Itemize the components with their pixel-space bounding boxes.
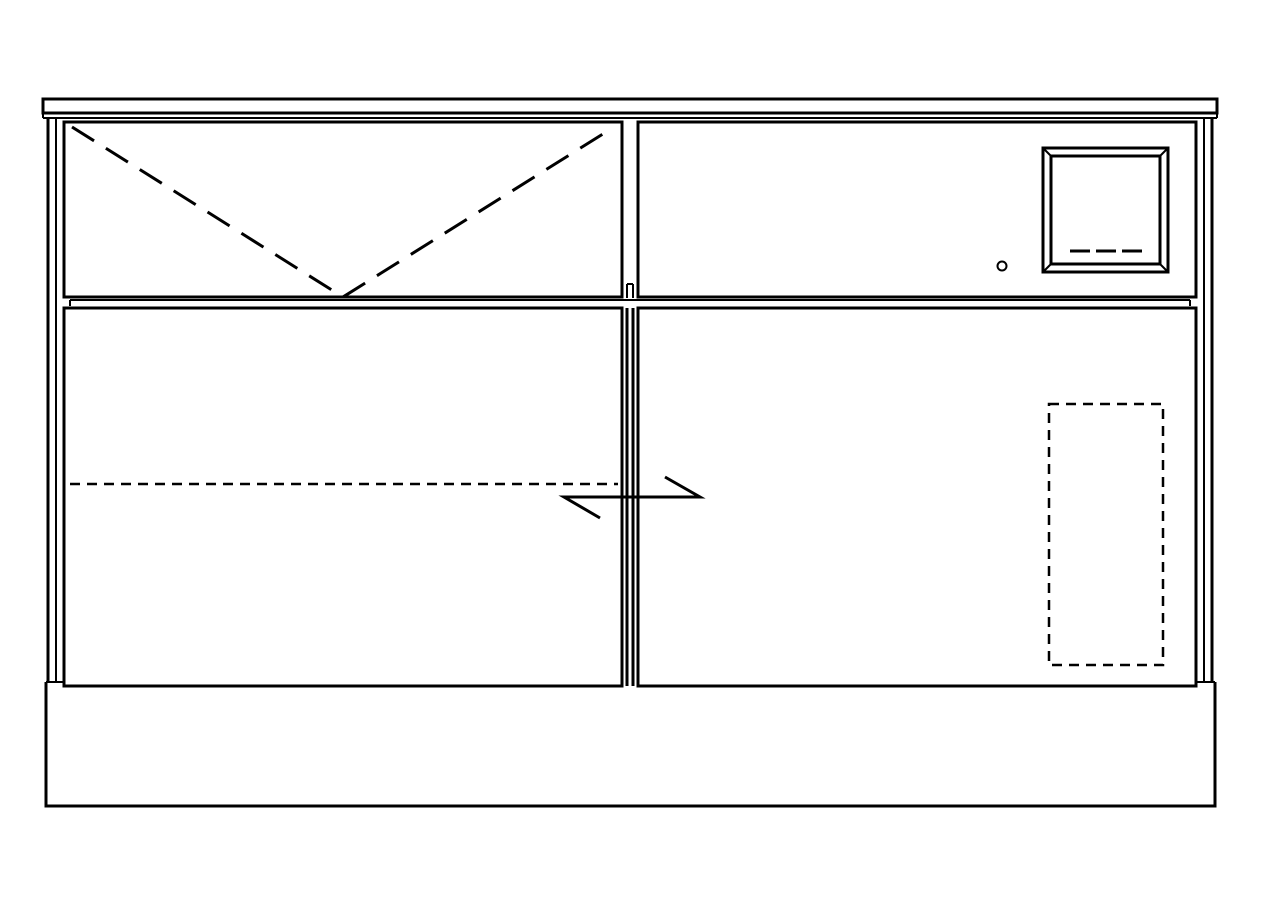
door-bottom-left <box>62 306 624 688</box>
hinged-opening-marker <box>71 125 615 299</box>
drawer-top-left <box>62 120 624 299</box>
drawer-top-right <box>636 120 1198 299</box>
plinth <box>44 681 1217 808</box>
indicator-light-icon <box>996 260 1008 272</box>
sliding-doors-arrow-icon <box>558 475 706 520</box>
door-bottom-right <box>636 306 1198 688</box>
display-panel <box>1041 146 1170 274</box>
concealed-element-outline <box>1047 402 1165 667</box>
countertop <box>41 97 1219 119</box>
cabinet-carcass <box>46 118 1214 682</box>
